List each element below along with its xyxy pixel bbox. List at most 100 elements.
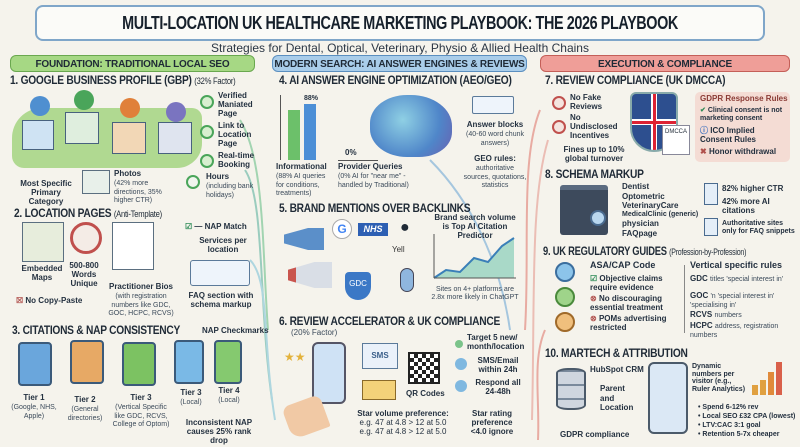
bar-informational [288, 110, 300, 160]
column-header-modern-search: MODERN SEARCH: AI ANSWER ENGINES & REVIE… [272, 55, 527, 72]
tooth-icon [555, 262, 575, 282]
physio-pin-icon [166, 102, 186, 122]
answer-block-window-icon [472, 96, 514, 114]
compliance-no-fake: No Fake Reviews [570, 93, 603, 111]
no-fake-icon [552, 96, 566, 110]
tier-2-book-icon [70, 340, 104, 384]
database-icon [556, 368, 586, 410]
gbp-photos: Photos(42% more directions, 35% higher C… [114, 169, 162, 205]
profile-card-icon [704, 183, 718, 205]
magnifier-icon [590, 210, 606, 226]
phone-call-tracking-icon [648, 362, 688, 434]
no-incentive-icon [552, 120, 566, 134]
asa-item-evidence: ☑ Objective claims require evidence [590, 274, 663, 292]
google-logo: G [332, 219, 352, 239]
gdpr-compliance-label: GDPR compliance [560, 430, 630, 439]
tier-1-book-icon [18, 342, 52, 386]
title-box: MULTI-LOCATION UK HEALTHCARE MARKETING P… [35, 5, 765, 41]
geo-rules: GEO rules:authoritative sources, quotati… [463, 154, 527, 190]
gdc-shield-logo: GDC [345, 272, 371, 300]
gbp-item-verified: Verified Maniated Page [218, 91, 253, 118]
growth-bar [776, 362, 782, 395]
location-nap-match: ☑ — NAP Match [185, 222, 247, 231]
asa-code-title: ASA/CAP Code [590, 260, 656, 270]
dynamic-numbers-note: Dynamic numbers per visitor (e.g., Ruler… [692, 363, 746, 394]
gdpr-rules-title: GDPR Response Rules [700, 94, 788, 103]
location-practitioner-bios: Practitioner Bios(with registration numb… [108, 282, 174, 318]
divider [684, 265, 685, 333]
faq-window-icon [190, 260, 250, 286]
location-embedded-maps: Embedded Maps [21, 264, 63, 282]
location-no-copy-paste: ☒ No Copy-Paste [16, 296, 83, 305]
section-martech-title: 10. MARTECH & ATTRIBUTION [545, 346, 688, 360]
paw-icon [555, 312, 575, 332]
tier-1: Tier 1(Google, NHS, Apple) [11, 393, 57, 420]
nhs-logo: NHS [358, 223, 388, 236]
tier-3-local-book-icon [174, 340, 204, 384]
vertical-rules-title: Vertical specific rules [690, 260, 783, 270]
bar-value-0: 0% [345, 148, 357, 157]
section-schema-title: 8. SCHEMA MARKUP [545, 167, 644, 181]
growth-bar [768, 372, 774, 395]
dmcca-document: DMCCA [662, 125, 690, 155]
section-review-compliance-title: 7. REVIEW COMPLIANCE (UK DMCCA) [545, 73, 726, 87]
review-action-target: Target 5 new/ month/location [467, 333, 525, 351]
tier-3-book-icon [122, 342, 156, 386]
rule-goc: GOC 'n 'special interest in' 'specialisi… [690, 291, 775, 309]
section-gbp-title: 1. GOOGLE BUSINESS PROFILE (GBP) (32% Fa… [10, 73, 236, 87]
map-icon [22, 222, 64, 262]
apple-logo-icon: ● [400, 219, 410, 236]
rule-rcvs: RCVS numbers [690, 310, 742, 319]
calendar-icon [200, 154, 214, 168]
dental-clinic-building [22, 120, 54, 150]
stars-icon: ★★ [284, 350, 306, 364]
sites-platforms-note: Sites on 4+ platforms are 2.8x more like… [431, 286, 519, 301]
phone-review-icon [312, 342, 346, 404]
email-envelope-icon [362, 380, 396, 400]
megaphone-icon [288, 262, 332, 288]
section-brand-mentions-title: 5. BRAND MENTIONS OVER BACKLINKS [279, 201, 471, 215]
list-doc-icon [704, 218, 718, 236]
eye-pin-icon [74, 90, 94, 110]
location-services: Services per location [199, 236, 247, 254]
tier-2: Tier 2(General directories) [67, 395, 103, 422]
gdpr-rule-ico: ⓘ ICO Implied Consent Rules [700, 126, 757, 144]
rule-hcpc: HCPC address, registration numbers [690, 321, 779, 339]
link-icon [200, 125, 214, 139]
gbp-primary-category: Most Specific Primary Category [20, 179, 72, 206]
rule-gdc: GDC titles 'special interest in' [690, 274, 784, 283]
tier-3-local: Tier 3(Local) [180, 388, 202, 406]
yell-logo: Yell [392, 245, 405, 254]
brand-predictor-note: Brand search volume is Top AI Citation P… [434, 213, 516, 240]
section-review-accelerator-title: 6. REVIEW ACCELERATOR & UK COMPLIANCE [279, 314, 501, 328]
eye-icon [555, 287, 575, 307]
gbp-hours: Hours(including bank holidays) [206, 172, 254, 199]
megaphone-icon [284, 228, 324, 250]
compliance-no-incentives: No Undisclosed Incentives [570, 113, 618, 140]
microphone-icon [400, 268, 414, 292]
reply-icon [455, 380, 467, 392]
photos-icon [82, 170, 110, 194]
gdpr-rules-box [695, 92, 790, 162]
bar-ai-88 [304, 104, 316, 160]
clock-icon [186, 175, 200, 189]
asa-item-treatment: ⊗ No discouraging essential treatment [590, 294, 663, 312]
page-subtitle: Strategies for Dental, Optical, Veterina… [211, 41, 589, 55]
tier-3: Tier 3(Vertical Specific like GDC, RCVS,… [112, 393, 170, 429]
vet-clinic-building [112, 122, 146, 154]
schema-stat-ctr: 82% higher CTR [722, 184, 784, 193]
hubspot-crm: HubSpot CRM [590, 365, 644, 374]
review-factor: (20% Factor) [291, 328, 338, 337]
brand-growth-chart [433, 234, 516, 279]
chat-icon [455, 358, 467, 370]
location-faq: FAQ section with schema markup [188, 291, 254, 309]
section-location-pages-title: 2. LOCATION PAGES (Anti-Template) [14, 206, 162, 220]
qr-codes-label: QR Codes [406, 389, 445, 398]
provider-queries-label: Provider Queries(0% AI for "near me" - h… [338, 162, 409, 189]
provider-axis [338, 160, 378, 161]
optical-clinic-building [65, 112, 99, 144]
schema-faq-note: Authoritative sites only for FAQ snippet… [722, 220, 795, 235]
no-template-icon [70, 222, 102, 254]
